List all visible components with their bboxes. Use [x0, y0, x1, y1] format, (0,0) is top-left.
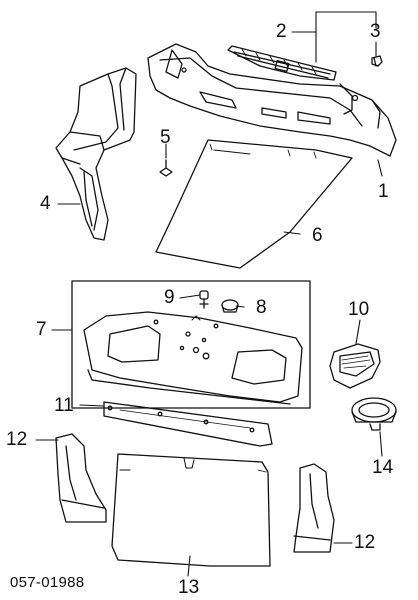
part-7-package-tray — [83, 311, 303, 405]
part-11-bracket — [103, 401, 273, 447]
callout-10: 10 — [348, 299, 370, 320]
part-9-clip — [199, 290, 209, 309]
part-number: 057-01988 — [10, 574, 85, 591]
callout-9: 9 — [164, 287, 175, 308]
callout-12-right: 12 — [354, 532, 376, 553]
part-10-speaker-grille — [329, 343, 381, 389]
part-13-floor-carpet — [111, 453, 271, 567]
part-14-speaker — [351, 397, 397, 431]
part-8-grommet — [221, 299, 239, 313]
callout-7: 7 — [36, 319, 47, 340]
callout-3: 3 — [370, 21, 381, 42]
part-6-floor-mat — [155, 139, 353, 269]
callout-11: 11 — [54, 395, 74, 416]
callout-4: 4 — [40, 193, 51, 214]
part-3-clip — [371, 55, 383, 67]
part-5-fastener — [159, 159, 173, 177]
callout-14: 14 — [372, 457, 394, 478]
callout-5: 5 — [160, 127, 171, 148]
part-12-right-side-piece — [293, 463, 335, 553]
callout-12-left: 12 — [6, 429, 28, 450]
part-7-group-frame — [71, 280, 311, 409]
callout-13: 13 — [178, 577, 200, 598]
callout-8: 8 — [256, 297, 267, 318]
callout-1: 1 — [378, 181, 389, 202]
part-2-sill-strip — [227, 45, 337, 81]
part-4-left-side-trim — [55, 67, 137, 241]
callout-2: 2 — [276, 21, 287, 42]
part-12-left-side-piece — [55, 433, 107, 523]
leader-lines — [35, 11, 383, 577]
callout-6: 6 — [312, 225, 323, 246]
part-1-trunk-trim-panel — [147, 43, 397, 157]
